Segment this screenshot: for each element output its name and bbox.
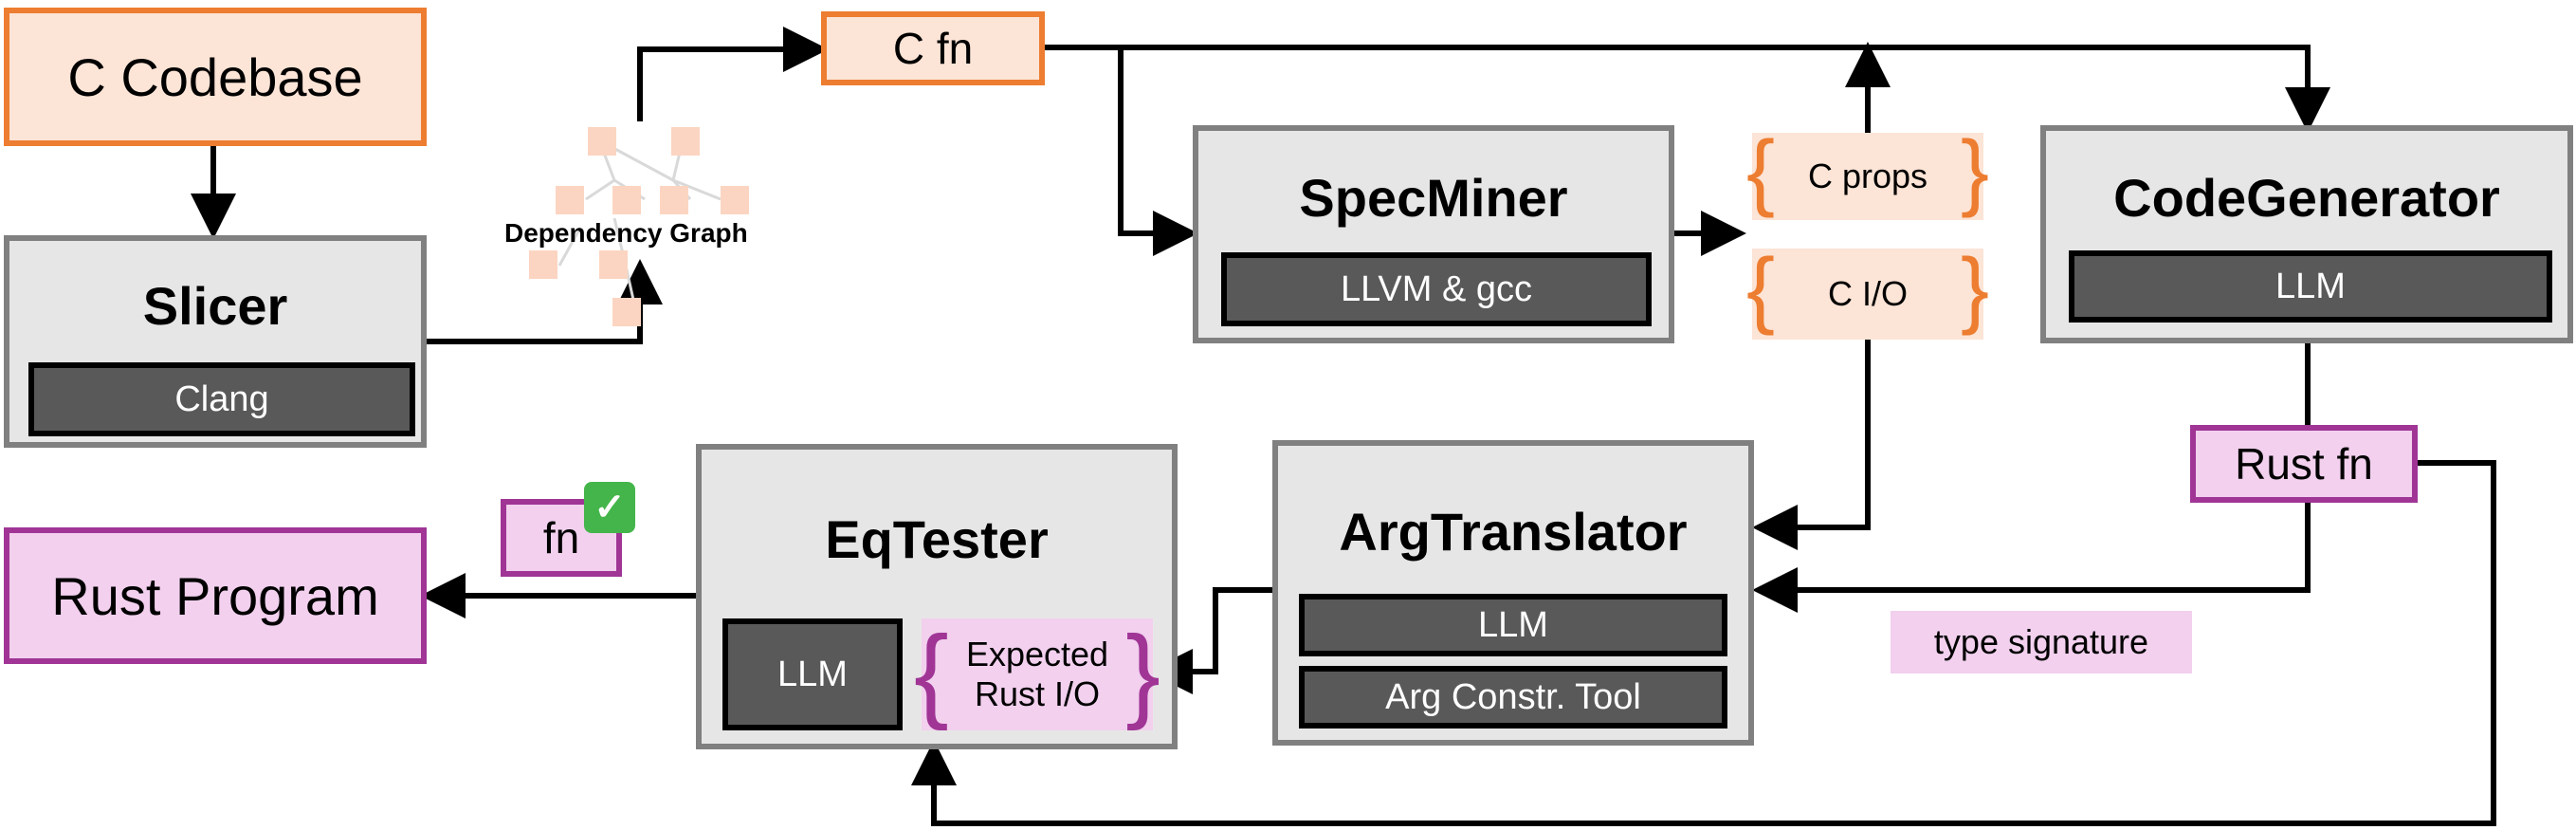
arrow-rustfn-to-eqtester <box>911 460 2496 826</box>
type-signature-label: type signature <box>1933 622 2149 661</box>
c-io-close-brace: } <box>1960 242 1989 337</box>
arrow-cfn-to-specminer <box>1118 47 1198 256</box>
dependency-graph-label: Dependency Graph <box>504 218 748 248</box>
c-io-box: { C I/O } <box>1746 242 1989 340</box>
slicer-module: Slicer Clang <box>4 235 427 448</box>
arrow-argtranslator-to-expected-io <box>1147 587 1272 694</box>
c-io-open-brace: { <box>1746 242 1776 337</box>
specminer-module: SpecMiner LLVM & gcc <box>1193 125 1674 343</box>
fn-badge-label: fn <box>542 513 580 563</box>
expected-io-line2: Rust I/O <box>974 674 1101 713</box>
eqtester-tool-llm: LLM <box>722 618 903 730</box>
specminer-tool: LLVM & gcc <box>1221 252 1652 326</box>
expected-rust-io-box: { Expected Rust I/O } <box>914 615 1160 731</box>
eqtester-module: EqTester LLM { Expected Rust I/O } <box>696 444 1178 749</box>
c-fn-label: C fn <box>892 24 974 73</box>
c-io-label: C I/O <box>1827 274 1908 313</box>
slicer-title: Slicer <box>142 276 288 336</box>
dependency-graph-icon <box>529 127 749 326</box>
c-props-open-brace: { <box>1746 124 1776 219</box>
expected-io-open-brace: { <box>914 615 949 731</box>
codegenerator-module: CodeGenerator LLM <box>2040 125 2573 343</box>
c-codebase-label: C Codebase <box>67 46 363 107</box>
expected-io-close-brace: } <box>1125 615 1160 731</box>
argtranslator-tool-constraint: Arg Constr. Tool <box>1299 666 1727 729</box>
arrow-slicer-to-depgraph <box>427 259 663 344</box>
dependency-graph: Dependency Graph <box>493 114 777 341</box>
argtranslator-title: ArgTranslator <box>1339 502 1688 562</box>
arrow-cfn-to-codegenerator <box>1045 45 2330 133</box>
checkmark-icon: ✓ <box>584 482 635 533</box>
rust-fn-label: Rust fn <box>2235 439 2373 489</box>
checkmark-glyph: ✓ <box>594 487 626 528</box>
c-codebase-box: C Codebase <box>4 8 427 146</box>
argtranslator-module: ArgTranslator LLM Arg Constr. Tool <box>1272 440 1754 746</box>
argtranslator-tool-llm: LLM <box>1299 594 1727 656</box>
codegenerator-title: CodeGenerator <box>2113 168 2500 228</box>
c-props-box: { C props } <box>1746 124 1989 220</box>
arrow-depgraph-to-cfn <box>637 27 829 121</box>
codegenerator-tool: LLM <box>2069 250 2552 323</box>
c-props-close-brace: } <box>1960 124 1989 219</box>
arrow-rustfn-to-argtranslator <box>1752 503 2311 613</box>
arrow-cio-to-argtranslator <box>1752 340 1871 550</box>
rust-program-label: Rust Program <box>51 565 379 626</box>
rust-fn-box: Rust fn <box>2190 425 2418 503</box>
slicer-tool-clang: Clang <box>28 362 415 436</box>
c-props-label: C props <box>1807 157 1928 195</box>
expected-io-line1: Expected <box>965 635 1109 673</box>
rust-program-box: Rust Program <box>4 527 427 664</box>
specminer-title: SpecMiner <box>1299 168 1568 228</box>
type-signature-label-box: type signature <box>1891 611 2192 673</box>
c-fn-box: C fn <box>821 11 1045 85</box>
eqtester-title: EqTester <box>825 509 1049 569</box>
